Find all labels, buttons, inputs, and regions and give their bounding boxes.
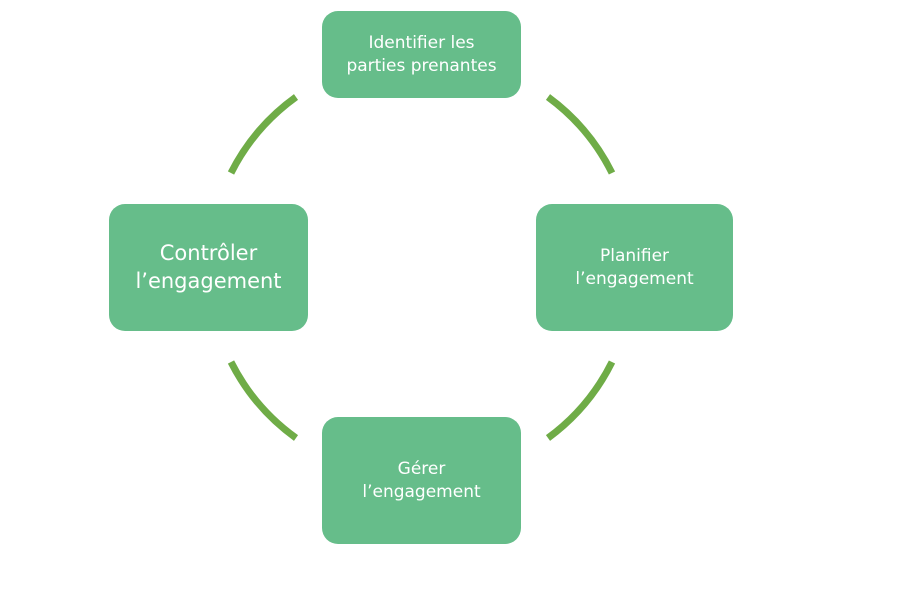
- step-plan-engagement: Planifier l’engagement: [536, 204, 733, 331]
- step-control-engagement-label: Contrôler l’engagement: [135, 241, 282, 293]
- arc-bottom-left: [227, 360, 299, 441]
- step-manage-engagement-label: Gérer l’engagement: [362, 459, 481, 502]
- step-identify-stakeholders: Identifier les parties prenantes: [322, 11, 521, 98]
- arc-right-bottom: [545, 360, 616, 441]
- step-manage-engagement: Gérer l’engagement: [322, 417, 521, 544]
- step-identify-stakeholders-label: Identifier les parties prenantes: [346, 33, 497, 76]
- step-plan-engagement-label: Planifier l’engagement: [575, 246, 694, 289]
- arc-left-top: [227, 94, 299, 175]
- arc-top-right: [545, 94, 616, 175]
- step-control-engagement: Contrôler l’engagement: [109, 204, 308, 331]
